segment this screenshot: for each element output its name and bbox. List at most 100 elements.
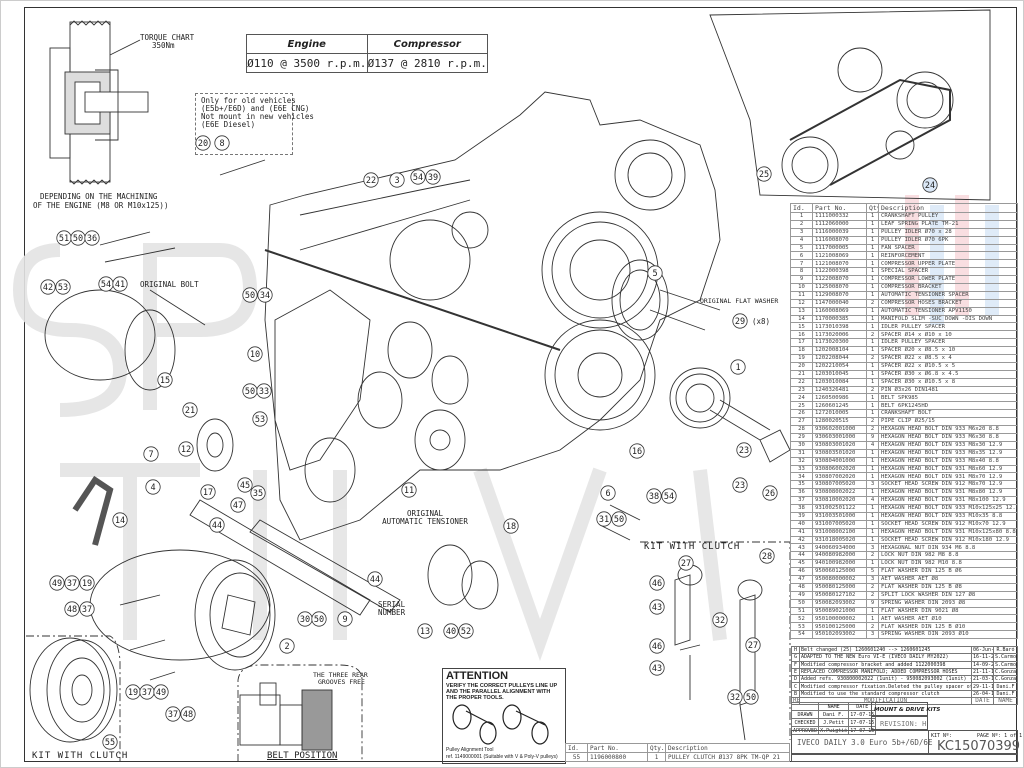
callout-number: 52 [461,627,471,637]
callout-number: 50 [73,234,83,244]
table-cell: 2 [866,582,879,592]
table-cell: CRANKSHAFT PULLEY [878,212,1018,221]
callout-circle [743,689,759,705]
table-cell: 930803001020 [812,440,867,450]
callout-number: 5 [652,269,657,279]
table-cell: 950060125000 [812,567,867,576]
table-cell: 930803501020 [812,448,867,458]
callout-37: 37 [79,601,95,617]
callout-circle [727,689,743,705]
table-cell: PIN Ø3x26 DIN1481 [878,385,1018,395]
table-cell: 9 [866,432,879,442]
callout-circle [256,383,272,399]
original-flat-washer-label: ORIGINAL FLAT WASHER [700,297,779,305]
callout-circle [257,287,273,303]
machining-note-1: DEPENDING ON THE MACHINING [40,192,158,201]
table-cell: MANIFOLD SLIM -SUC DOWN -DIS DOWN [878,314,1018,324]
table-cell: 36 [790,488,813,498]
table-cell: 1 [866,212,879,221]
callout-8: 8 [214,135,230,151]
table-cell: 1 [866,251,879,261]
callout-number: 6 [605,489,610,499]
table-cell: 31 [790,448,813,458]
table-cell: AET WASHER AET Ø8 [878,574,1018,584]
callout-number: 31 [599,515,609,525]
table-cell: 1111000332 [812,212,867,221]
callout-46: 46 [649,575,665,591]
callout-circle [200,484,216,500]
rpm-engine-value: Ø110 @ 3500 r.p.m. [246,53,368,73]
table-cell: 2 [866,590,879,600]
table-cell: 930804001000 [812,456,867,466]
callout-46: 46 [649,638,665,654]
table-cell: SPRING WASHER DIN 2093 Ø8 [878,598,1018,608]
table-cell: 4 [790,235,813,245]
table-cell: 1 [866,338,879,348]
table-cell: 2 [866,330,879,340]
callout-number: 50 [614,515,624,525]
table-cell: 3 [866,480,879,490]
table-cell: 1 [866,519,879,529]
table-cell: 1 [866,409,879,419]
callout-19: 19 [125,684,141,700]
callout-22: 22 [363,172,379,188]
table-cell: C.Gonzalez [993,675,1018,684]
callout-number: 4 [150,483,155,493]
table-cell: HEXAGON HEAD BOLT DIN 933 M8x35 12.9 [878,448,1018,458]
callout-circle [214,135,230,151]
callout-number: 8 [219,139,224,149]
table-cell: SPECIAL SPACER [878,267,1018,277]
table-cell: AUTOMATIC TENSIONER APV1150 [878,306,1018,316]
callout-43: 43 [649,660,665,676]
callout-circle [389,172,405,188]
table-cell: 931003501000 [812,511,867,521]
callout-number: 11 [404,486,414,496]
callout-number: 38 [649,492,659,502]
callout-12: 12 [178,441,194,457]
table-cell: 1 [866,614,879,624]
table-cell: SPRING WASHER DIN 2093 Ø10 [878,630,1018,640]
callout-number: 35 [253,489,263,499]
engine-inset-view [709,9,991,201]
table-cell: 1173020300 [812,338,867,348]
table-cell: 931018005020 [812,535,867,545]
callout-53: 53 [55,279,71,295]
column-header: Part No. [587,743,648,753]
callout-48: 48 [180,706,196,722]
table-cell: 931008002100 [812,527,867,537]
callout-circle [145,479,161,495]
callout-number: 45 [240,481,250,491]
callout-23: 23 [736,442,752,458]
clutch-parts-row-header: Id.Part No.Qty.Description [565,743,790,753]
table-cell: Modified to use the standard compressor … [799,689,972,699]
table-cell: 1 [866,535,879,545]
callout-circle [209,517,225,533]
table-cell: LOCK NUT DIN 982 M10 8.8 [878,559,1018,569]
rpm-compressor-value: Ø137 @ 2810 r.p.m. [366,53,488,73]
callout-number: 15 [160,376,170,386]
callout-number: 24 [925,181,935,191]
callout-number: 43 [652,664,662,674]
callout-36: 36 [84,230,100,246]
table-cell: SPACER Ø14 x Ø10 x 10 [878,330,1018,340]
table-cell: DRAWN [790,710,820,719]
table-cell: 3 [866,630,879,640]
table-cell: 950080125000 [812,582,867,592]
callout-49: 49 [153,684,169,700]
table-cell: 9 [790,275,813,285]
callout-number: 51 [59,234,69,244]
callout-39: 39 [425,169,441,185]
idler-pulleys [196,321,499,610]
callout-circle [178,441,194,457]
table-cell: HEXAGON HEAD BOLT DIN 933 M10x125x25 12.… [878,503,1018,513]
callout-44: 44 [367,571,383,587]
